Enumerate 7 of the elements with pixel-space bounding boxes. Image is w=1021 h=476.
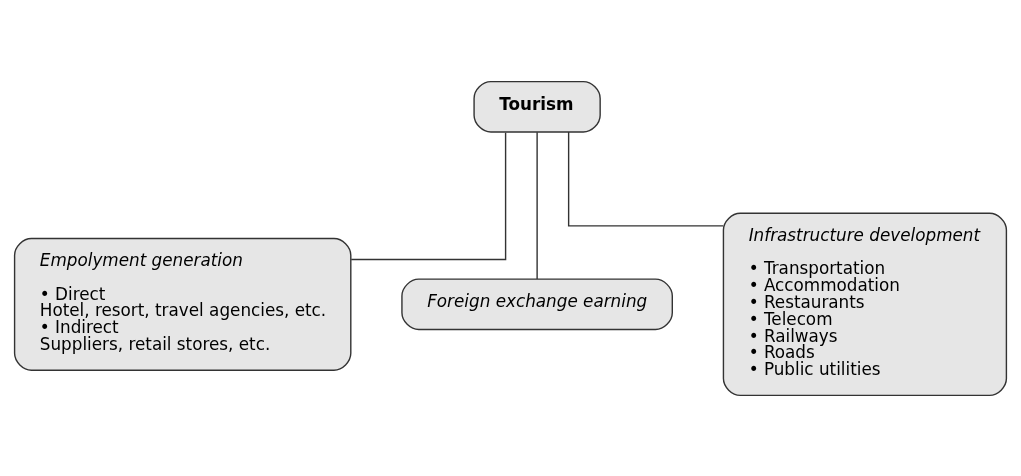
node-box: Infrastructure development • Transportation • Accommodation • Restaurants • Telecom • Railways • Roads • Public utilities [722,212,1008,396]
node-box: Tourism [473,80,601,133]
node-box: Empolyment generation • Direct Hotel, resort, travel agencies, etc. • Indirect Suppliers, retail stores, etc. [13,237,352,371]
node-box: Foreign exchange earning [401,277,673,330]
connector [567,130,724,227]
connector [536,131,538,280]
connector [350,131,507,260]
